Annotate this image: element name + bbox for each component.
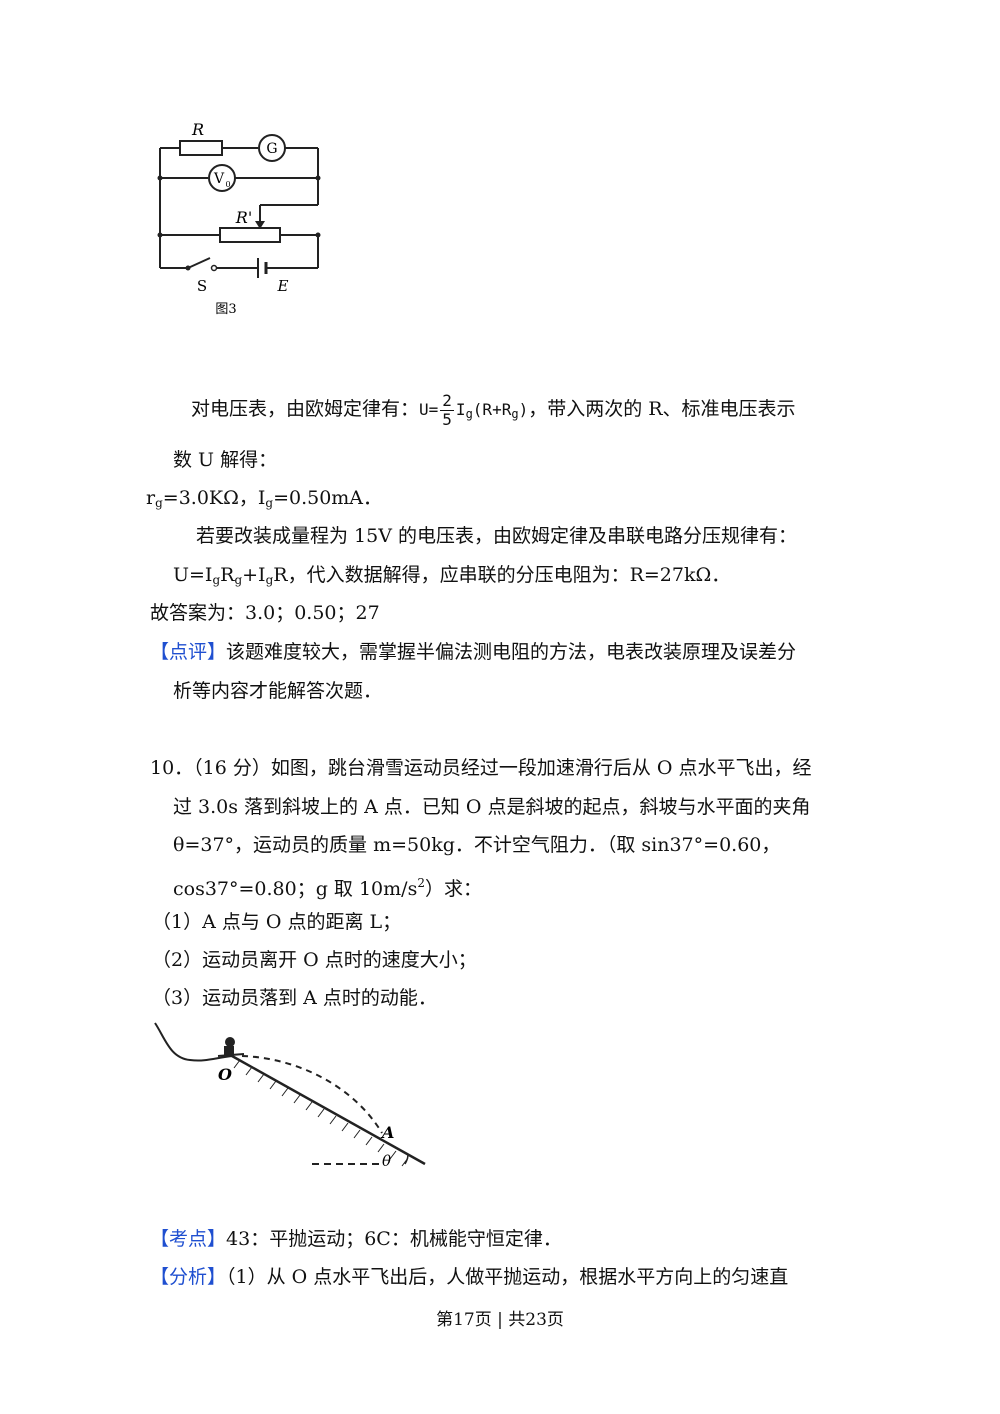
- label-rprime: R': [235, 208, 252, 227]
- circuit-diagram: R G V 0 R' S E 图3: [157, 120, 321, 317]
- comment-tag: 【点评】: [150, 641, 227, 663]
- label-s: S: [197, 277, 207, 295]
- comment-line-2: 析等内容才能解答次题．: [173, 680, 383, 702]
- kaodian-tag: 【考点】: [150, 1228, 227, 1250]
- problem-10-line-4: cos37°=0.80；g 取 10m/s2）求：: [173, 876, 482, 900]
- comment-line-1: 【点评】该题难度较大，需掌握半偏法测电阻的方法，电表改装原理及误差分: [150, 641, 797, 663]
- ski-slope-diagram: O A θ: [154, 1022, 426, 1170]
- label-o: O: [218, 1065, 232, 1084]
- label-g: G: [266, 141, 277, 157]
- page-footer: 第17页 | 共23页: [436, 1310, 564, 1330]
- figure-caption: 图3: [215, 302, 236, 317]
- kaodian-line: 【考点】43：平抛运动；6C：机械能守恒定律．: [150, 1228, 562, 1250]
- question-1: （1）A 点与 O 点的距离 L；: [152, 911, 402, 933]
- label-v0-sub: 0: [225, 180, 230, 189]
- rg-ig-result: rg=3.0KΩ，Ig=0.50mA．: [146, 487, 383, 510]
- problem-10-line-1: 10．（16 分）如图，跳台滑雪运动员经过一段加速滑行后从 O 点水平飞出，经: [150, 757, 812, 779]
- label-v0: V: [213, 171, 225, 187]
- label-theta: θ: [382, 1152, 391, 1170]
- label-e: E: [277, 277, 289, 295]
- solve-line: 数 U 解得：: [173, 449, 278, 471]
- problem-10-line-2: 过 3.0s 落到斜坡上的 A 点．已知 O 点是斜坡的起点，斜坡与水平面的夹角: [173, 796, 811, 818]
- problem-10-line-3: θ=37°，运动员的质量 m=50kg．不计空气阻力．（取 sin37°=0.6…: [173, 834, 781, 856]
- question-3: （3）运动员落到 A 点时的动能．: [152, 987, 437, 1009]
- fenxi-line: 【分析】（1）从 O 点水平飞出后，人做平抛运动，根据水平方向上的匀速直: [150, 1266, 789, 1288]
- label-a: A: [380, 1123, 394, 1142]
- label-r: R: [191, 120, 204, 139]
- conversion-line: 若要改装成量程为 15V 的电压表，由欧姆定律及串联电路分压规律有：: [196, 525, 797, 547]
- answer-line: 故答案为：3.0；0.50；27: [150, 602, 380, 624]
- question-2: （2）运动员离开 O 点时的速度大小；: [152, 949, 477, 971]
- fenxi-tag: 【分析】: [150, 1266, 227, 1288]
- resistor-result-line: U=IgRg+IgR，代入数据解得，应串联的分压电阻为：R=27kΩ．: [173, 564, 731, 587]
